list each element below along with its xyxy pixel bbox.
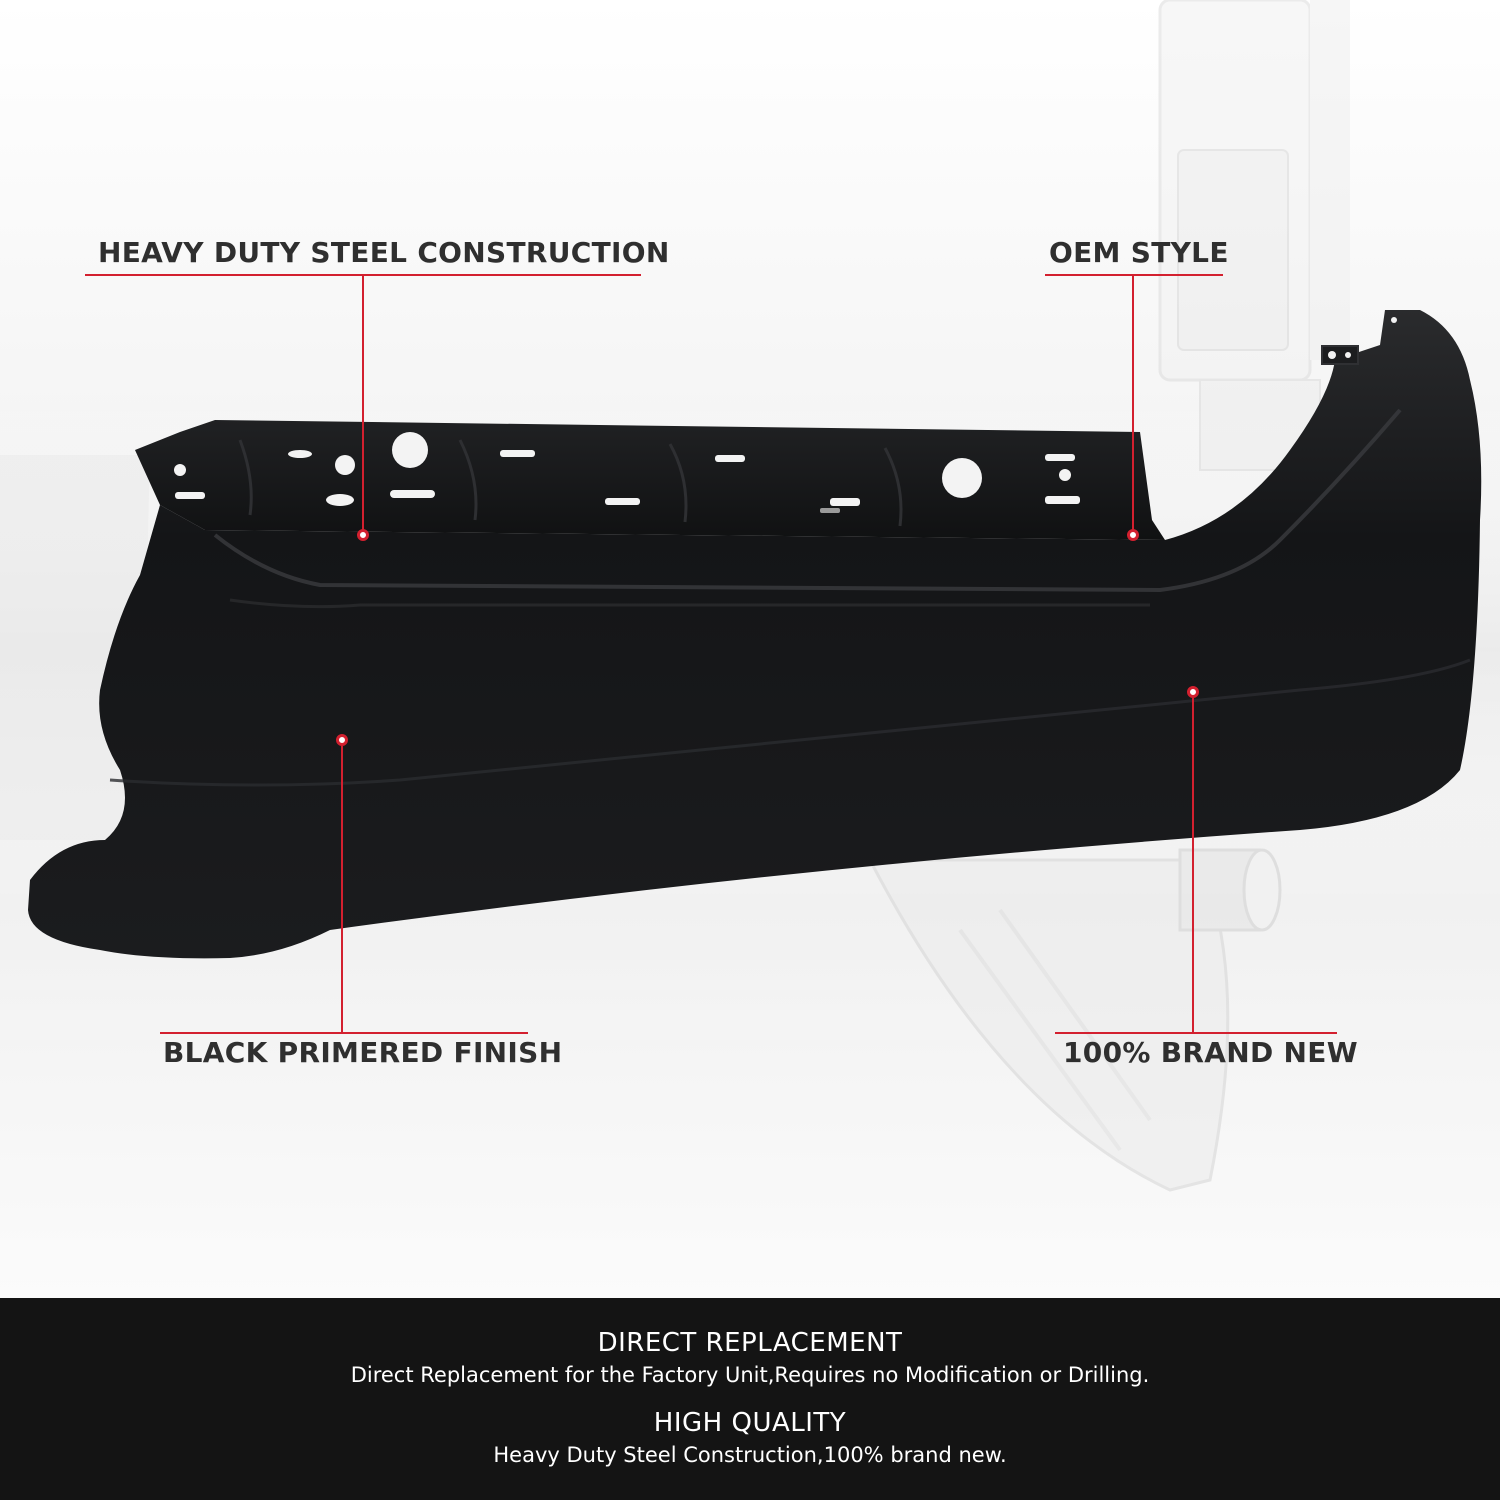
feature-text-direct-replacement: Direct Replacement for the Factory Unit,… (350, 1363, 1150, 1387)
callout-dot (336, 734, 348, 746)
product-illustration (0, 0, 1500, 1298)
callout-stem (1192, 698, 1194, 1033)
callout-label-heavy-duty-steel: HEAVY DUTY STEEL CONSTRUCTION (98, 236, 670, 269)
callout-stem (362, 275, 364, 531)
feature-heading-direct-replacement: DIRECT REPLACEMENT (597, 1328, 903, 1358)
callout-rule (160, 1032, 528, 1034)
callout-label-black-primered-finish: BLACK PRIMERED FINISH (163, 1036, 563, 1069)
callout-stem (341, 746, 343, 1033)
callout-label-brand-new: 100% BRAND NEW (1063, 1036, 1358, 1069)
feature-heading-high-quality: HIGH QUALITY (653, 1408, 847, 1438)
bumper (28, 310, 1482, 959)
feature-text-high-quality: Heavy Duty Steel Construction,100% brand… (493, 1443, 1007, 1467)
callout-dot (1127, 529, 1139, 541)
callout-dot (357, 529, 369, 541)
callout-label-oem-style: OEM STYLE (1049, 236, 1229, 269)
callout-stem (1132, 275, 1134, 530)
product-photo: HEAVY DUTY STEEL CONSTRUCTION OEM STYLE … (0, 0, 1500, 1298)
feature-footer: DIRECT REPLACEMENT Direct Replacement fo… (0, 1298, 1500, 1500)
callout-rule (1045, 274, 1223, 276)
callout-dot (1187, 686, 1199, 698)
callout-rule (1055, 1032, 1337, 1034)
